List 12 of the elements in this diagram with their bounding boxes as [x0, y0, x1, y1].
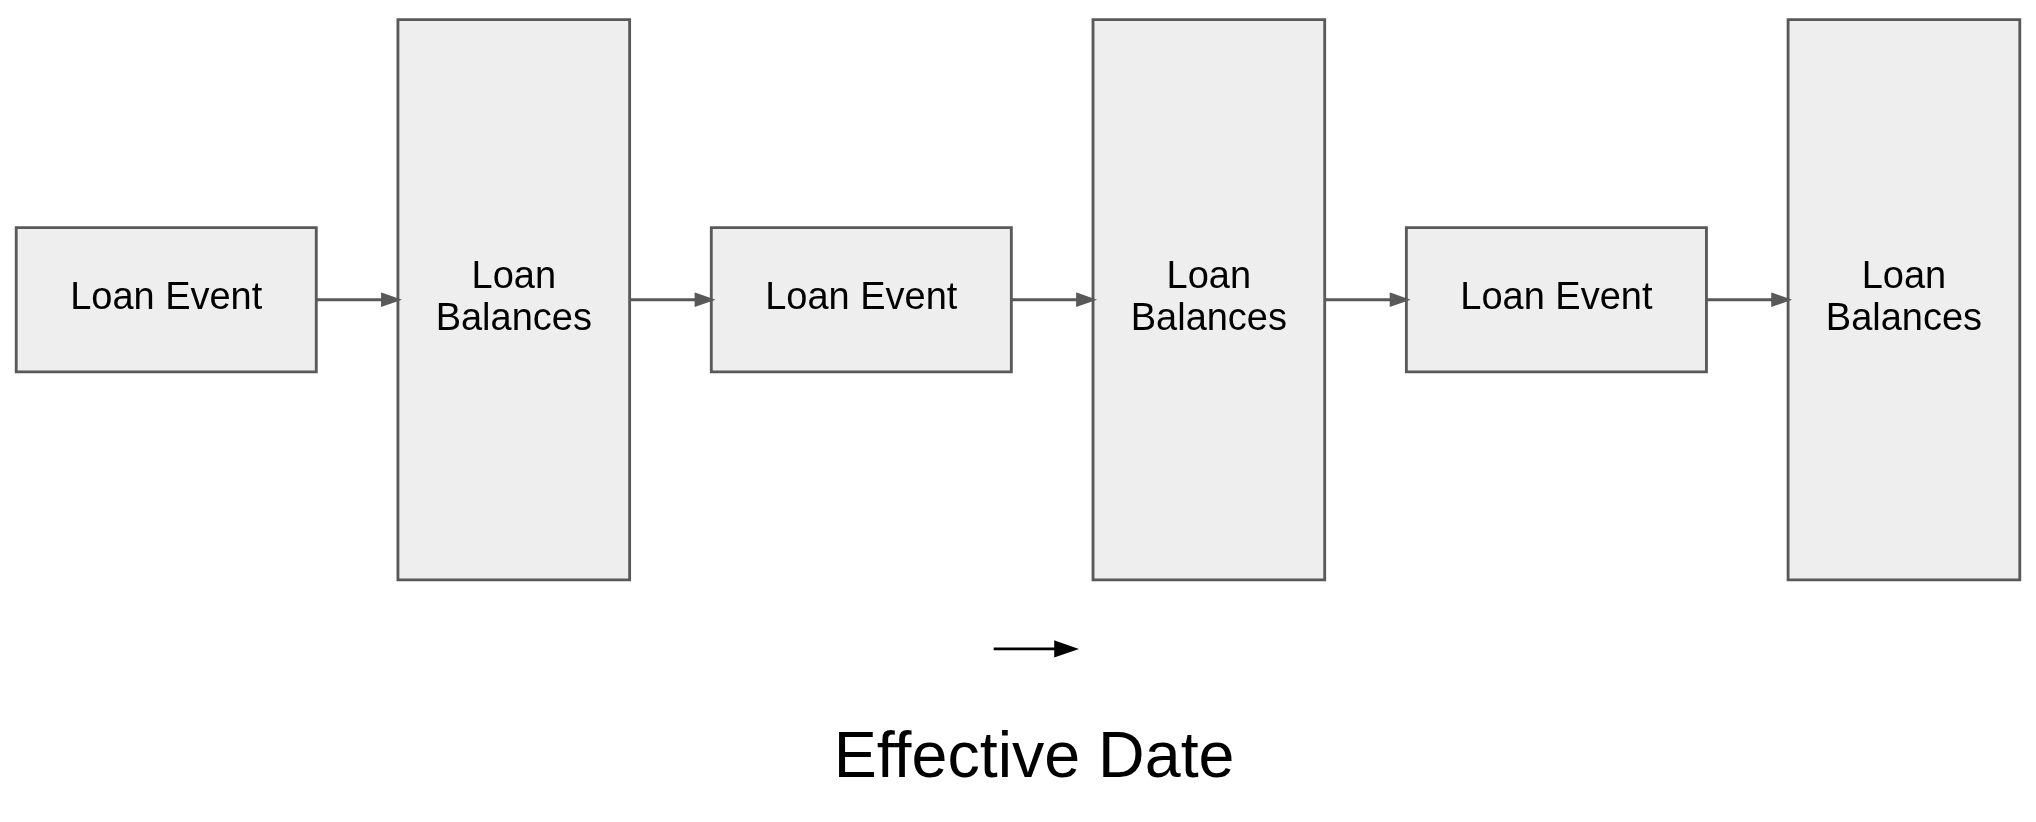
- label: Effective Date: [833, 718, 1235, 791]
- node-box: Loan Event: [709, 225, 1013, 373]
- node-box: Loan Balances: [1786, 17, 2022, 581]
- arrow: [1707, 291, 1793, 307]
- node-box: Loan Event: [1404, 225, 1708, 373]
- arrow: [316, 291, 402, 307]
- arrow: [629, 291, 716, 307]
- node-box: Loan Balances: [396, 17, 632, 581]
- node-box: Loan Event: [14, 225, 318, 373]
- arrow: [1324, 291, 1411, 307]
- node-box: Loan Balances: [1091, 17, 1327, 581]
- arrow: [1012, 291, 1098, 307]
